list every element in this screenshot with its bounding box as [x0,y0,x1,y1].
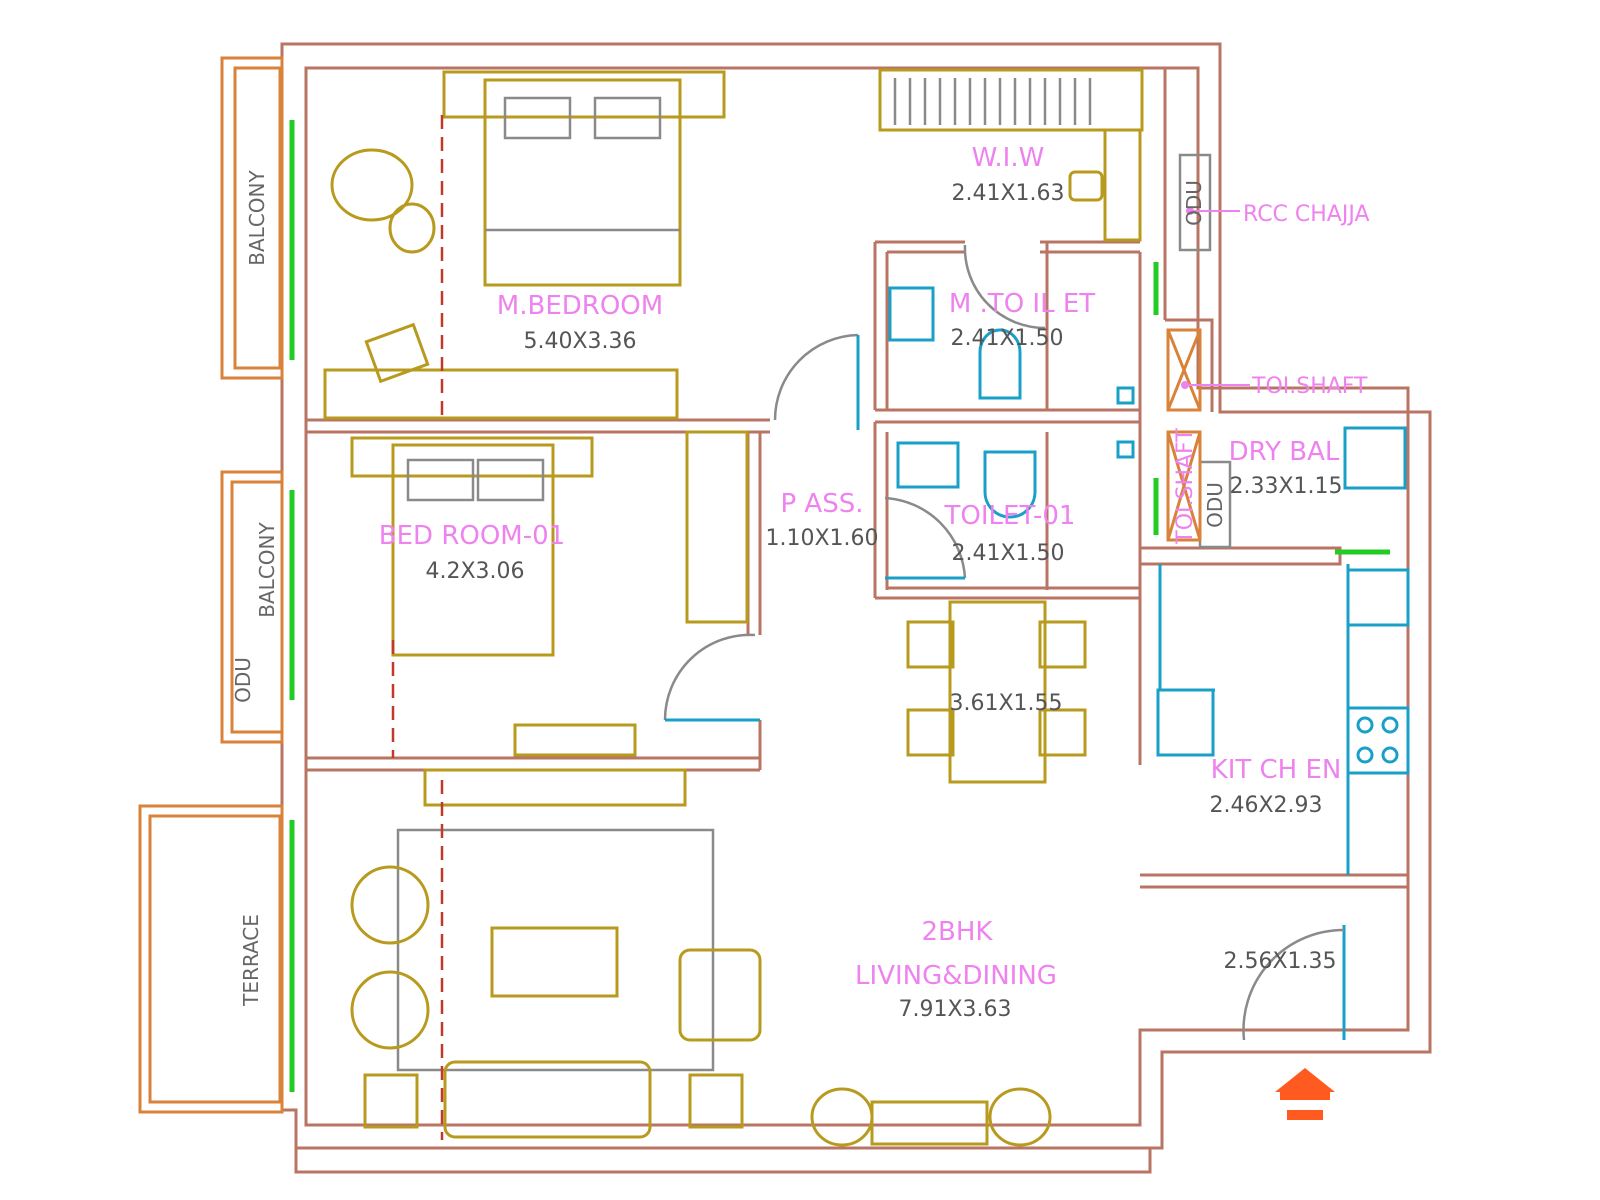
room-size-master-bedroom: 5.40X3.36 [523,329,636,354]
odu-label-3: ODU [231,657,255,703]
balcony-label-2: BALCONY [255,522,279,618]
room-name-living: LIVING&DINING [855,961,1057,991]
toi-shaft-label: TOI.SHAFT [1251,374,1368,399]
room-name-master-bedroom: M.BEDROOM [497,291,663,321]
rcc-chajja-label: RCC CHAJJA [1243,202,1370,227]
room-size-toilet-01: 2.41X1.50 [951,541,1064,566]
room-name-passage: P ASS. [780,489,863,519]
furniture [323,68,1144,1147]
room-name-kitchen: KIT CH EN [1211,755,1342,785]
doors [663,244,1345,1041]
room-size-dining: 3.61X1.55 [949,691,1062,716]
room-size-bedroom-01: 4.2X3.06 [425,559,524,584]
room-size-master-toilet: 2.41X1.50 [950,326,1063,351]
odu-label-1: ODU [1182,180,1206,226]
odu-label-2: ODU [1203,482,1227,528]
room-name-toilet-01: TOILET-01 [944,501,1076,531]
room-size-passage: 1.10X1.60 [765,526,878,551]
room-name-wiw: W.I.W [972,143,1045,173]
terrace-label: TERRACE [239,914,263,1007]
toi-shaft-vertical-label: TOI.SHAFT [1173,428,1198,545]
room-name-dry-balcony: DRY BAL [1229,437,1340,467]
room-size-wiw: 2.41X1.63 [951,181,1064,206]
entry-arrow-icon [1275,1068,1335,1120]
balcony-label-1: BALCONY [245,170,269,266]
outer-walls [280,42,1432,1174]
plan-title: 2BHK [922,917,994,947]
room-size-living: 7.91X3.63 [898,997,1011,1022]
room-size-kitchen: 2.46X2.93 [1209,793,1322,818]
room-size-foyer: 2.56X1.35 [1223,949,1336,974]
fixtures [888,286,1410,1040]
windows [138,56,1390,1114]
interior-walls [306,68,1408,889]
room-name-master-toilet: M .TO IL ET [949,289,1095,319]
services [1166,153,1250,549]
room-size-dry-balcony: 2.33X1.15 [1229,474,1342,499]
room-name-bedroom-01: BED ROOM-01 [379,521,565,551]
